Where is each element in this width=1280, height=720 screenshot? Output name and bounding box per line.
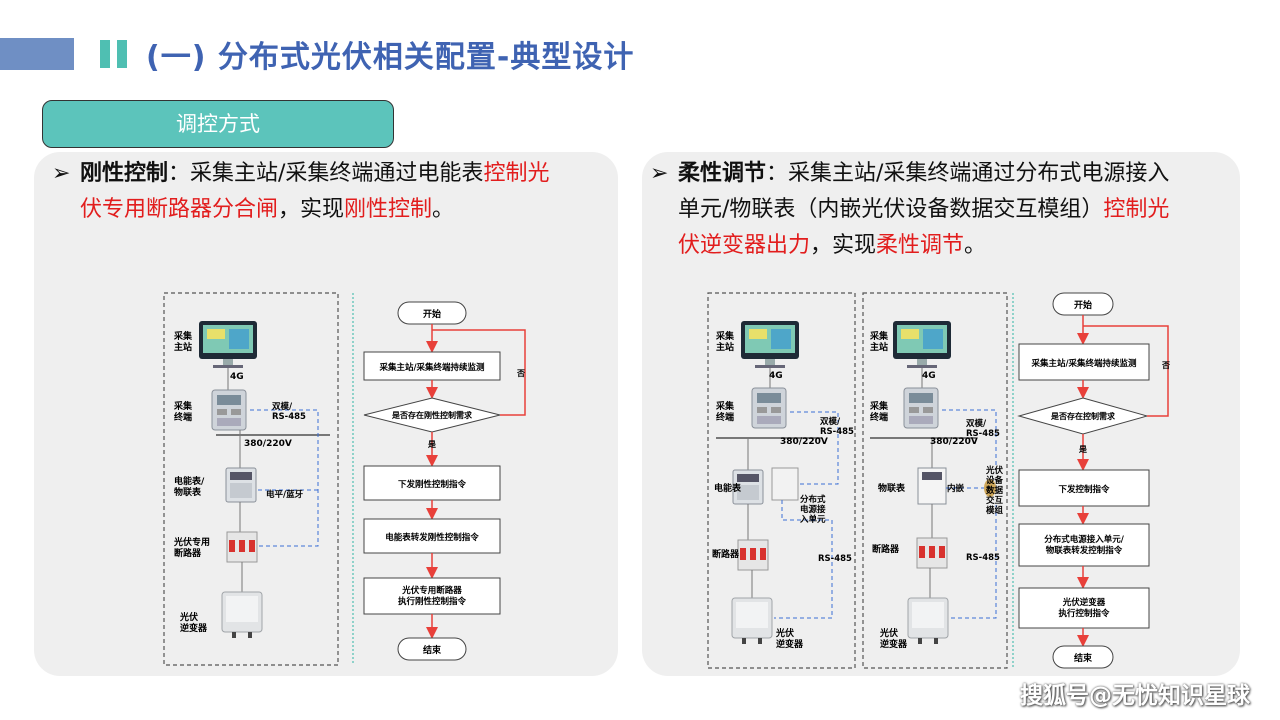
flow-end: 结束 bbox=[423, 644, 442, 656]
terminal-icon bbox=[751, 387, 787, 429]
label-breaker: 断路器 bbox=[712, 548, 740, 560]
bullet-icon: ➢ bbox=[52, 161, 71, 186]
left-device-diagram: 采集主站 4G 采集终端 双模/RS-485 380/220V 电能表/物联表 … bbox=[163, 292, 354, 666]
label-net: 4G bbox=[230, 372, 244, 382]
flow-execute: 光伏逆变器执行控制指令 bbox=[1058, 597, 1110, 619]
breaker-icon bbox=[916, 537, 948, 569]
label-breaker: 断路器 bbox=[872, 543, 900, 555]
left-highlight: 刚性控制 bbox=[344, 197, 433, 222]
label-voltage: 380/220V bbox=[780, 437, 828, 447]
flow-forward: 电能表转发刚性控制指令 bbox=[385, 532, 479, 543]
label-terminal: 采集终端 bbox=[173, 400, 193, 423]
right-text: ：采集主站/采集终端通过分布式电源接入 bbox=[766, 161, 1170, 186]
flow-monitor: 采集主站/采集终端持续监测 bbox=[378, 362, 485, 373]
label-dual-mode: 双模/RS-485 bbox=[272, 401, 306, 422]
monitor-icon bbox=[893, 321, 951, 368]
flow-forward: 分布式电源接入单元/物联表转发控制指令 bbox=[1044, 534, 1125, 556]
flow-decision: 是否存在控制需求 bbox=[1050, 411, 1116, 421]
terminal-icon bbox=[211, 389, 247, 431]
flow-decision: 是否存在刚性控制需求 bbox=[391, 410, 473, 420]
monitor-icon bbox=[741, 321, 799, 368]
flow-end: 结束 bbox=[1074, 652, 1093, 664]
label-station: 采集主站 bbox=[715, 330, 735, 353]
bullet-icon: ➢ bbox=[650, 161, 669, 186]
right-flowchart: 开始 采集主站/采集终端持续监测 是否存在控制需求 否 是 下发控制指令 分布式… bbox=[1017, 292, 1170, 669]
label-level-bt: 电平/蓝牙 bbox=[266, 489, 304, 500]
flow-no: 否 bbox=[1161, 361, 1170, 370]
watermark: 搜狐号@无忧知识星球 bbox=[1020, 683, 1250, 709]
left-description: ➢刚性控制：采集主站/采集终端通过电能表控制光 伏专用断路器分合闸，实现刚性控制… bbox=[52, 156, 616, 228]
flow-yes: 是 bbox=[427, 439, 436, 449]
left-highlight: 控制光 bbox=[483, 161, 550, 186]
label-inverter: 光伏逆变器 bbox=[879, 627, 908, 650]
flow-issue: 下发控制指令 bbox=[1058, 484, 1110, 495]
flow-execute: 光伏专用断路器执行刚性控制指令 bbox=[398, 585, 467, 607]
label-meter: 电能表/物联表 bbox=[174, 475, 205, 498]
meter-icon bbox=[225, 467, 257, 503]
breaker-icon bbox=[737, 539, 769, 571]
right-highlight: 伏逆变器出力 bbox=[678, 233, 811, 258]
module-icon bbox=[984, 479, 996, 497]
label-module: 光伏设备数据交互模组 bbox=[985, 465, 1004, 516]
label-station: 采集主站 bbox=[173, 330, 193, 353]
header-accent-bar bbox=[0, 38, 74, 70]
label-meter: 电能表 bbox=[714, 482, 742, 494]
left-flowchart: 开始 采集主站/采集终端持续监测 是否存在刚性控制需求 否 是 下发刚性控制指令… bbox=[363, 301, 526, 661]
monitor-icon bbox=[199, 321, 257, 368]
flow-issue: 下发刚性控制指令 bbox=[398, 479, 467, 490]
label-access-unit: 分布式电源接入单元 bbox=[799, 494, 826, 525]
label-voltage: 380/220V bbox=[244, 439, 292, 449]
flow-no: 否 bbox=[516, 369, 525, 378]
left-text: ，实现 bbox=[278, 197, 345, 222]
label-terminal: 采集终端 bbox=[715, 400, 735, 423]
right-highlight: 控制光 bbox=[1103, 197, 1170, 222]
label-net: 4G bbox=[922, 371, 936, 381]
label-terminal: 采集终端 bbox=[869, 400, 889, 423]
right-device-diagram-b: 采集主站 4G 采集终端 双模/RS-485 380/220V 物联表 内嵌 光… bbox=[862, 292, 1014, 669]
left-heading: 刚性控制 bbox=[80, 161, 169, 186]
flow-start: 开始 bbox=[423, 308, 441, 320]
header-stripe bbox=[117, 40, 127, 68]
flow-yes: 是 bbox=[1078, 444, 1087, 454]
inverter-icon bbox=[221, 591, 263, 639]
flow-start: 开始 bbox=[1074, 299, 1092, 311]
access-unit-device bbox=[771, 467, 799, 501]
right-text: 单元/物联表（内嵌光伏设备数据交互模组） bbox=[678, 197, 1104, 222]
right-text: 。 bbox=[964, 233, 987, 258]
right-device-diagram-a: 采集主站 4G 采集终端 双模/RS-485 380/220V 电能表 分布式电… bbox=[707, 292, 856, 669]
label-dual-mode: 双模/RS-485 bbox=[966, 418, 1000, 439]
header-stripe bbox=[100, 40, 110, 68]
label-inverter: 光伏逆变器 bbox=[775, 627, 804, 650]
label-dual-mode: 双模/RS-485 bbox=[820, 416, 854, 437]
right-description: ➢柔性调节：采集主站/采集终端通过分布式电源接入 单元/物联表（内嵌光伏设备数据… bbox=[650, 156, 1240, 264]
left-text: ：采集主站/采集终端通过电能表 bbox=[168, 161, 484, 186]
label-station: 采集主站 bbox=[869, 330, 889, 353]
left-text: 。 bbox=[432, 197, 455, 222]
inverter-icon bbox=[731, 597, 773, 645]
page-title: (一) 分布式光伏相关配置-典型设计 bbox=[146, 40, 635, 75]
inverter-icon bbox=[907, 597, 949, 645]
label-iot-meter: 物联表 bbox=[878, 482, 906, 494]
terminal-icon bbox=[903, 387, 939, 429]
right-text: ，实现 bbox=[810, 233, 877, 258]
label-voltage: 380/220V bbox=[930, 437, 978, 447]
label-breaker: 光伏专用断路器 bbox=[173, 536, 210, 559]
right-heading: 柔性调节 bbox=[678, 161, 767, 186]
section-tag: 调控方式 bbox=[42, 100, 394, 148]
label-net: 4G bbox=[769, 371, 783, 381]
right-highlight: 柔性调节 bbox=[876, 233, 965, 258]
label-rs485: RS-485 bbox=[818, 554, 852, 564]
label-rs485: RS-485 bbox=[966, 553, 1000, 563]
left-panel bbox=[34, 152, 618, 676]
left-highlight: 伏专用断路器分合闸 bbox=[80, 197, 279, 222]
label-embedded: 内嵌 bbox=[947, 483, 965, 494]
flow-monitor: 采集主站/采集终端持续监测 bbox=[1030, 358, 1137, 369]
label-inverter: 光伏逆变器 bbox=[179, 611, 208, 634]
breaker-icon bbox=[226, 531, 258, 563]
